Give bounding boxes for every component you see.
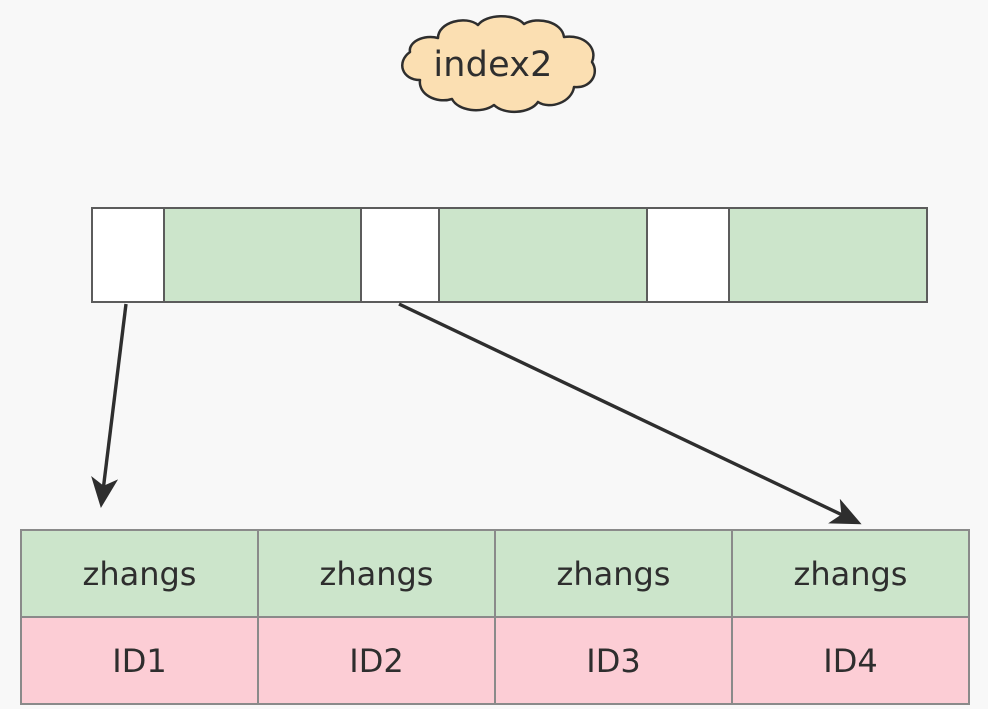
table-cell-id-2[interactable]: ID2	[257, 616, 496, 705]
name-id-table: zhangs zhangs zhangs zhangs ID1 ID2 ID3 …	[20, 529, 970, 705]
bar-segment-4-filled[interactable]	[440, 209, 648, 301]
table-cell-id-4[interactable]: ID4	[731, 616, 970, 705]
table-cell-name-3[interactable]: zhangs	[494, 529, 733, 618]
index2-segment-bar[interactable]	[91, 207, 928, 303]
arrow-segment1-to-id1	[91, 303, 128, 509]
cloud-shape-icon	[401, 15, 597, 113]
table-cell-id-3[interactable]: ID3	[494, 616, 733, 705]
table-cell-name-1[interactable]: zhangs	[20, 529, 259, 618]
table-cell-name-2[interactable]: zhangs	[257, 529, 496, 618]
bar-segment-5-empty[interactable]	[648, 209, 730, 301]
table-row-ids: ID1 ID2 ID3 ID4	[20, 616, 970, 705]
bar-segment-3-empty[interactable]	[362, 209, 440, 301]
table-cell-name-4[interactable]: zhangs	[731, 529, 970, 618]
index2-cloud-node[interactable]: index2	[386, 15, 600, 114]
table-row-names: zhangs zhangs zhangs zhangs	[20, 529, 970, 618]
bar-segment-2-filled[interactable]	[165, 209, 362, 301]
bar-segment-6-filled[interactable]	[730, 209, 926, 301]
arrow-segment3-to-id4	[398, 302, 862, 525]
table-cell-id-1[interactable]: ID1	[20, 616, 259, 705]
bar-segment-1-empty[interactable]	[93, 209, 165, 301]
